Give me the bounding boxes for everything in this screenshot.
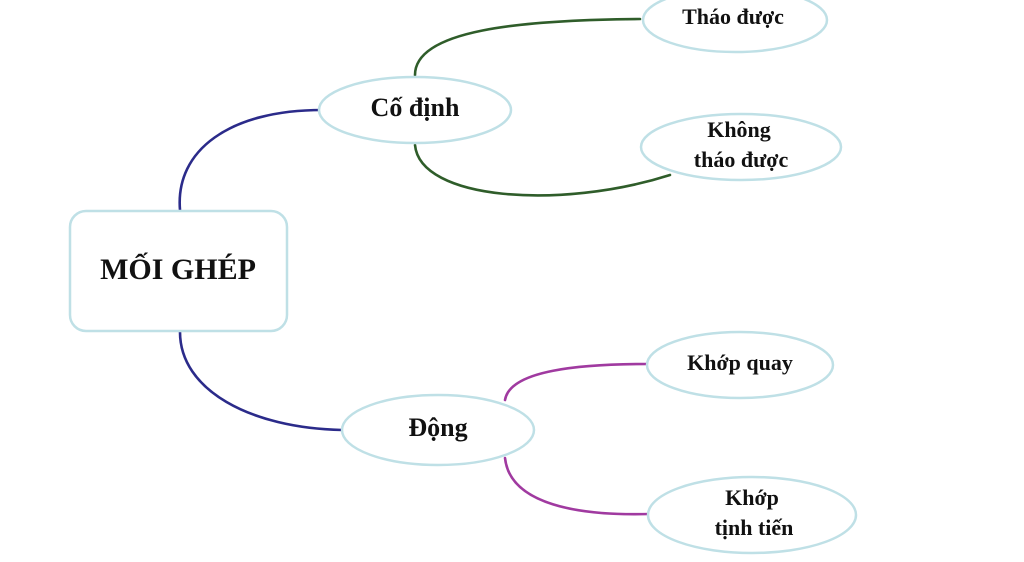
leaf-label-khop-quay: Khớp quay [687, 350, 793, 375]
edge-root-dong [178, 330, 344, 432]
edge-dong-khop-tinh-tien [503, 456, 652, 516]
leaf-label-tinh-tien: tịnh tiến [715, 515, 794, 540]
branch-node-co-dinh: Cố định [317, 75, 513, 145]
branch-label-co-dinh: Cố định [371, 93, 460, 122]
leaf-label-thao-duoc-2: tháo được [694, 147, 789, 172]
branch-label-dong: Động [408, 413, 467, 442]
edge-co-dinh-thao-duoc [413, 17, 642, 77]
edge-co-dinh-khong-thao-duoc [413, 143, 672, 197]
edge-dong-khop-quay [503, 362, 652, 402]
leaf-label-khong: Không [707, 117, 771, 142]
leaf-node-khop-tinh-tien: Khớp tịnh tiến [646, 475, 858, 555]
edge-root-co-dinh [178, 108, 324, 212]
root-label: MỐI GHÉP [100, 252, 256, 286]
root-node: MỐI GHÉP [68, 209, 289, 333]
leaf-label-khop: Khớp [725, 485, 779, 510]
leaf-label-thao-duoc: Tháo được [682, 4, 784, 29]
leaf-node-thao-duoc: Tháo được [641, 0, 829, 54]
leaf-node-khong-thao-duoc: Không tháo được [639, 112, 843, 182]
leaf-node-khop-quay: Khớp quay [645, 330, 835, 400]
branch-node-dong: Động [340, 393, 536, 467]
